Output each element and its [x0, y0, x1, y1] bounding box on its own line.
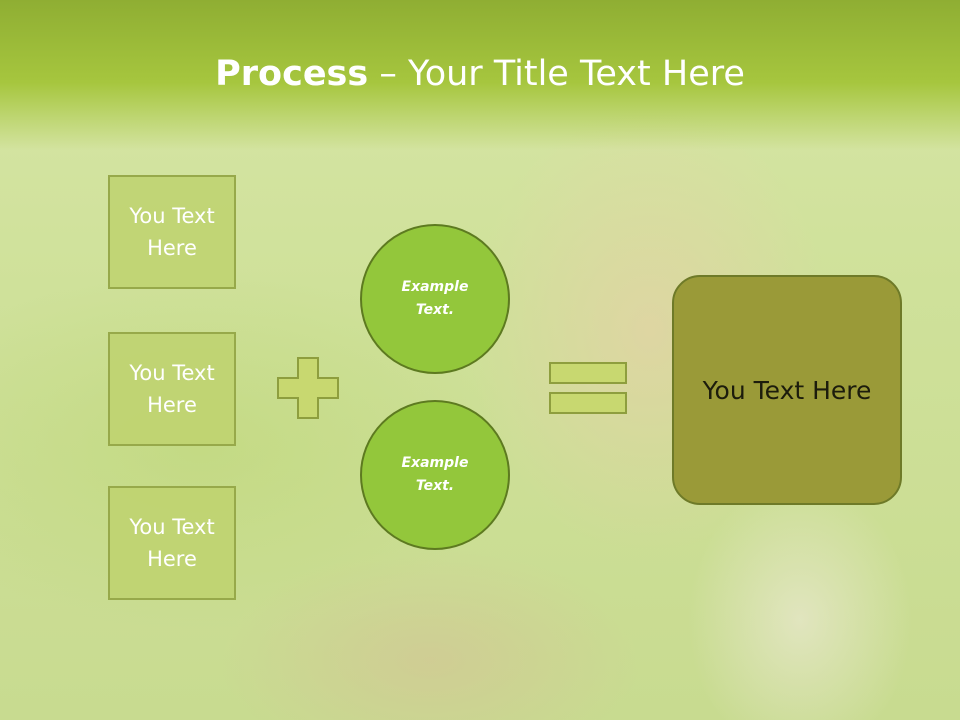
- title-band: [0, 0, 960, 150]
- plus-icon: [277, 357, 339, 419]
- example-circle-2-line2: Text.: [415, 478, 455, 494]
- input-box-3-line1: You Text: [129, 515, 215, 539]
- title-bold: Process: [215, 54, 369, 94]
- title-separator: –: [368, 54, 408, 94]
- input-box-1-line1: You Text: [129, 204, 215, 228]
- input-box-3-line2: Here: [147, 547, 197, 571]
- example-circle-1-line1: Example: [401, 279, 469, 295]
- result-label: You Text Here: [702, 375, 872, 405]
- result-box: You Text Here: [672, 275, 902, 505]
- input-box-2-line1: You Text: [129, 361, 215, 385]
- equals-icon: [549, 362, 627, 414]
- input-box-2-line2: Here: [147, 393, 197, 417]
- title-rest: Your Title Text Here: [407, 54, 745, 94]
- example-circle-1-line2: Text.: [415, 302, 455, 318]
- slide-title: Process – Your Title Text Here: [0, 52, 960, 96]
- input-box-1-line2: Here: [147, 236, 197, 260]
- example-circle-2-line1: Example: [401, 455, 469, 471]
